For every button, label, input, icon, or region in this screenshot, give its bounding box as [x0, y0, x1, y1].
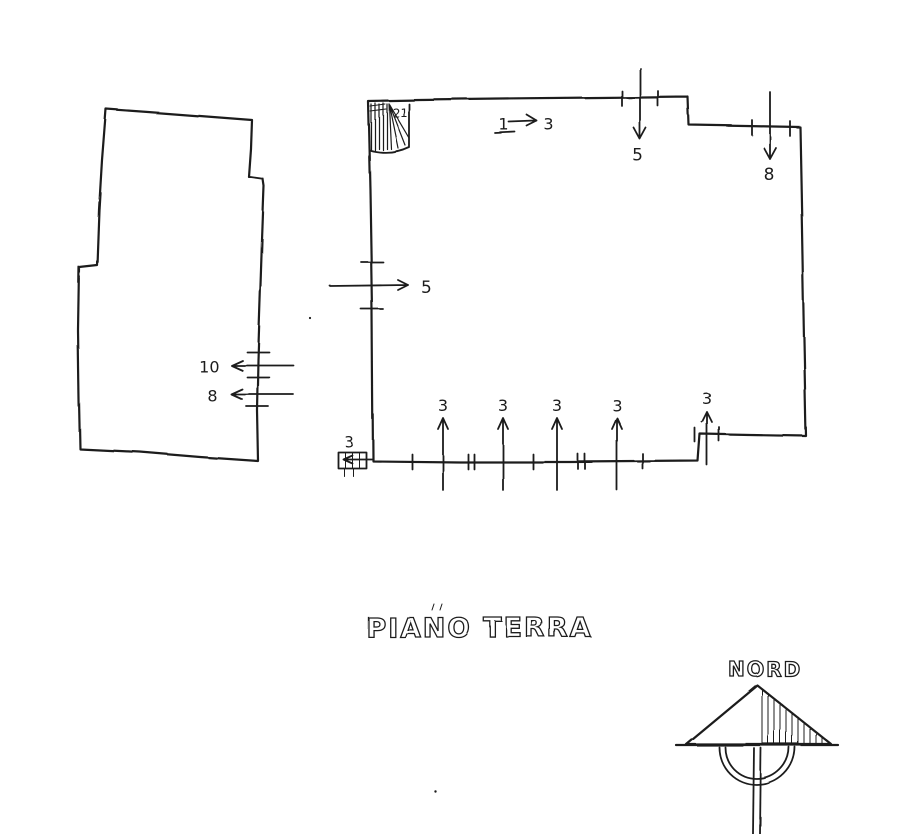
- door-width-label-left: 5: [421, 278, 432, 298]
- entrance-arrow-top-right: 8: [763, 91, 777, 185]
- door-width-label-corner: 3: [344, 433, 354, 451]
- door-width-label-top-center: 3: [544, 115, 554, 134]
- top-wall-ticks: [621, 90, 659, 107]
- annex-building: 10 8: [76, 107, 294, 463]
- door-width-label-bottom-4: 3: [612, 396, 622, 415]
- bottom-wall-ticks: [411, 453, 644, 470]
- left-wall-ticks: [360, 261, 384, 310]
- arrow-left-icon: [230, 359, 294, 371]
- door-number-label: 1: [499, 115, 509, 134]
- annex-door-arrow-lower: 8: [207, 386, 294, 405]
- main-building: 21 1 3 5 8 5: [329, 67, 808, 491]
- compass-half-moon: [718, 746, 796, 786]
- entrance-arrow-top-mid: 5: [633, 67, 647, 166]
- door-width-label-bottom-3: 3: [552, 396, 562, 415]
- stair-tread-fan: [388, 103, 410, 150]
- door-number-underline: [494, 131, 516, 134]
- annex-building-outline: [76, 107, 266, 463]
- arrow-left-icon: [230, 388, 294, 400]
- compass-triangle: [684, 683, 833, 746]
- compass-shaft: [752, 747, 762, 834]
- steps-legs: [343, 467, 354, 477]
- main-building-outline: [366, 95, 808, 464]
- door-annotation-top-center: 1 3: [494, 114, 554, 134]
- entrance-arrow-bottom-3: 3: [551, 396, 563, 491]
- stair-scribble: [369, 103, 387, 112]
- annex-door-width-label-lower: 8: [207, 386, 217, 405]
- entrance-arrow-bottom-2: 3: [497, 396, 509, 491]
- entrance-arrow-left: 5: [329, 278, 432, 298]
- entrance-arrow-bottom-right: 3: [701, 389, 713, 466]
- compass-label: NORD: [728, 657, 802, 681]
- spiral-stair-icon: 21: [368, 102, 410, 154]
- north-compass: NORD: [674, 656, 840, 834]
- bottom-right-wall-ticks: [694, 426, 720, 443]
- arrow-right-icon: [329, 279, 409, 291]
- plan-title: PIANO TERRA: [366, 613, 593, 644]
- door-width-label-bottom-1: 3: [438, 396, 448, 415]
- compass-hatching: [761, 689, 823, 744]
- arrow-left-icon: [342, 454, 373, 464]
- arrow-up-icon: [497, 417, 509, 491]
- stair-hatching: [370, 102, 388, 151]
- steps-box: [337, 451, 367, 469]
- annex-door-arrow-upper: 10: [199, 357, 294, 376]
- door-width-label-top-mid: 5: [633, 146, 644, 166]
- entrance-arrow-bottom-4: 3: [611, 396, 623, 491]
- title-tick-marks: [431, 603, 443, 611]
- arrow-down-icon: [763, 91, 777, 160]
- arrow-right-icon: [508, 114, 538, 127]
- annex-door-width-label-upper: 10: [199, 357, 219, 376]
- annex-door-jamb-ticks: [245, 351, 270, 407]
- arrow-down-icon: [633, 67, 647, 140]
- arrow-up-icon: [701, 411, 713, 466]
- top-right-wall-ticks: [751, 119, 791, 137]
- door-width-label-bottom-right: 3: [702, 389, 712, 408]
- arrow-up-icon: [551, 417, 563, 491]
- arrow-up-icon: [611, 417, 623, 491]
- stair-note-label: 21: [392, 106, 407, 120]
- stair-edge: [368, 103, 410, 154]
- entrance-arrow-bottom-1: 3: [437, 396, 449, 491]
- sketch-ink-layer: 10 8 21: [76, 67, 840, 834]
- plan-title-group: PIANO TERRA: [365, 603, 593, 645]
- paper-speck: [434, 790, 438, 794]
- arrow-up-icon: [437, 417, 449, 491]
- door-width-label-top-right: 8: [764, 165, 775, 185]
- door-width-label-bottom-2: 3: [498, 396, 508, 415]
- corner-entry-steps: 3: [337, 433, 373, 477]
- paper-speck: [308, 316, 312, 320]
